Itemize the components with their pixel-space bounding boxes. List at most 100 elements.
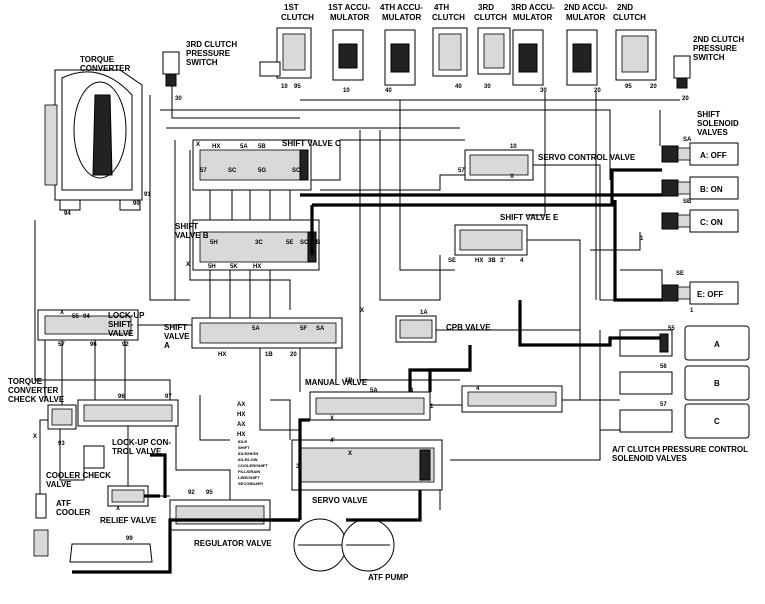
svg-text:91: 91 [144,192,151,198]
shift-solenoid-valves: SHIFT SOLENOID VALVES SA A: OFF B: ON SB… [661,110,739,305]
svg-text:3C: 3C [255,240,263,246]
svg-text:SWITCH: SWITCH [186,58,218,67]
port-label: 95 [294,84,301,90]
port-label: 40 [385,88,392,94]
svg-text:TORQUE: TORQUE [8,377,43,386]
cpb-valve: CPB VALVE 1A [395,310,491,343]
port-label: 10 [281,84,288,90]
svg-text:4TH: 4TH [434,3,449,12]
svg-text:COOLER/SHIFT: COOLER/SHIFT [238,463,268,468]
line-pressure-lines [72,168,662,574]
svg-text:2ND CLUTCH: 2ND CLUTCH [693,35,744,44]
svg-text:B: ON: B: ON [700,185,723,194]
lockup-shift-valve: LOCK-UP SHIFT- VALVE 55 94 57 96 92 [37,309,145,348]
svg-text:B: B [714,379,720,388]
svg-text:SOLENOID: SOLENOID [697,119,739,128]
atf-sump: 99 [69,536,153,563]
svg-text:SHIFT: SHIFT [238,445,250,450]
shift-lever-linkage: 4 [461,385,563,413]
svg-text:TROL VALVE: TROL VALVE [112,447,162,456]
svg-text:5A: 5A [240,144,248,150]
svg-text:A: A [164,341,170,350]
svg-text:SERVO CONTROL VALVE: SERVO CONTROL VALVE [538,153,636,162]
svg-text:LINE/SHIFT: LINE/SHIFT [238,475,260,480]
svg-text:AX: AX [237,402,245,408]
accumulator-4th: 4TH ACCU- MULATOR [380,3,423,86]
svg-text:SA: SA [683,137,692,143]
svg-text:X: X [330,416,334,422]
svg-text:COOLER CHECK: COOLER CHECK [46,471,111,480]
svg-text:LOCK-UP CON-: LOCK-UP CON- [112,438,171,447]
svg-text:X: X [116,506,120,512]
svg-text:RELIEF VALVE: RELIEF VALVE [100,516,157,525]
svg-text:CLUTCH: CLUTCH [474,13,507,22]
svg-text:4: 4 [476,386,480,392]
svg-text:A: OFF: A: OFF [700,151,727,160]
svg-text:C: C [714,417,720,426]
svg-text:30: 30 [175,96,182,102]
svg-text:SHIFT VALVE E: SHIFT VALVE E [500,213,559,222]
clutch-3rd: 3RD CLUTCH [474,3,511,75]
svg-text:5B: 5B [258,144,266,150]
pressure-switch-2nd: 2ND CLUTCH PRESSURE SWITCH 20 [673,35,744,102]
svg-text:SE: SE [448,258,456,264]
lockup-control-valve: LOCK-UP CON- TROL VALVE 96 97 [77,394,179,456]
line-legend: AX HX AX HX IDLE SHIFT IDLE/HIGH IDLE/LO… [237,402,268,486]
svg-text:20: 20 [290,352,297,358]
svg-text:3: 3 [410,388,414,394]
svg-text:3RD ACCU-: 3RD ACCU- [511,3,555,12]
svg-text:HX: HX [218,352,226,358]
svg-text:CLUTCH: CLUTCH [613,13,646,22]
relief-valve: RELIEF VALVE [100,485,157,525]
accumulator-3rd: 3RD ACCU- MULATOR [511,3,555,86]
svg-text:COOLER: COOLER [56,508,90,517]
svg-text:3RD CLUTCH: 3RD CLUTCH [186,40,237,49]
svg-text:CONVERTER: CONVERTER [80,64,130,73]
svg-text:97: 97 [165,394,172,400]
svg-text:1: 1 [430,404,434,410]
svg-text:VALVE: VALVE [46,480,72,489]
svg-text:2ND ACCU-: 2ND ACCU- [564,3,608,12]
svg-text:SC: SC [292,168,301,174]
svg-text:56: 56 [660,364,667,370]
svg-text:ATF: ATF [56,499,71,508]
port-label: 30 [540,88,547,94]
torque-converter: TORQUE CONVERTER 91 90 94 [44,55,151,217]
svg-text:94: 94 [64,211,71,217]
svg-text:A: A [714,340,720,349]
svg-text:SE: SE [676,271,684,277]
svg-text:VALVE: VALVE [164,332,190,341]
svg-text:VALVES: VALVES [697,128,728,137]
svg-text:X: X [360,308,364,314]
svg-text:REGULATOR VALVE: REGULATOR VALVE [194,539,272,548]
svg-text:2ND: 2ND [617,3,633,12]
port-label: 40 [455,84,462,90]
svg-text:A/T CLUTCH PRESSURE CONTROL: A/T CLUTCH PRESSURE CONTROL [612,445,748,454]
svg-text:3': 3' [500,258,505,264]
svg-text:MULATOR: MULATOR [330,13,369,22]
shift-valve-c: SHIFT VALVE C HX 5A 5B 57 SC 5G SC [192,139,341,191]
svg-text:5A: 5A [252,326,260,332]
svg-text:SC: SC [228,168,237,174]
svg-text:90: 90 [133,201,140,207]
svg-text:CLUTCH: CLUTCH [432,13,465,22]
svg-text:1ST: 1ST [284,3,299,12]
port-label: 20 [594,88,601,94]
svg-text:SERVO VALVE: SERVO VALVE [312,496,368,505]
shift-valve-e: SHIFT VALVE E HX 3B 3' 4 SE [448,213,559,264]
svg-text:VALVE B: VALVE B [175,231,209,240]
svg-text:SHIFT-: SHIFT- [108,320,134,329]
svg-text:VALVE: VALVE [108,329,134,338]
svg-text:SHIFT VALVE C: SHIFT VALVE C [282,139,341,148]
svg-text:IDLE: IDLE [238,439,247,444]
servo-control-valve: SERVO CONTROL VALVE 57 10 [458,144,636,181]
svg-text:10: 10 [510,144,517,150]
svg-text:X: X [196,142,200,148]
svg-text:5A: 5A [370,388,378,394]
svg-text:X: X [510,174,514,180]
manual-valve: MANUAL VALVE 1B 5A 3 [305,378,431,421]
svg-text:AX: AX [237,422,245,428]
svg-text:IDLE/HIGH: IDLE/HIGH [238,451,258,456]
pressure-switch-3rd: 3RD CLUTCH PRESSURE SWITCH 30 [162,40,237,102]
